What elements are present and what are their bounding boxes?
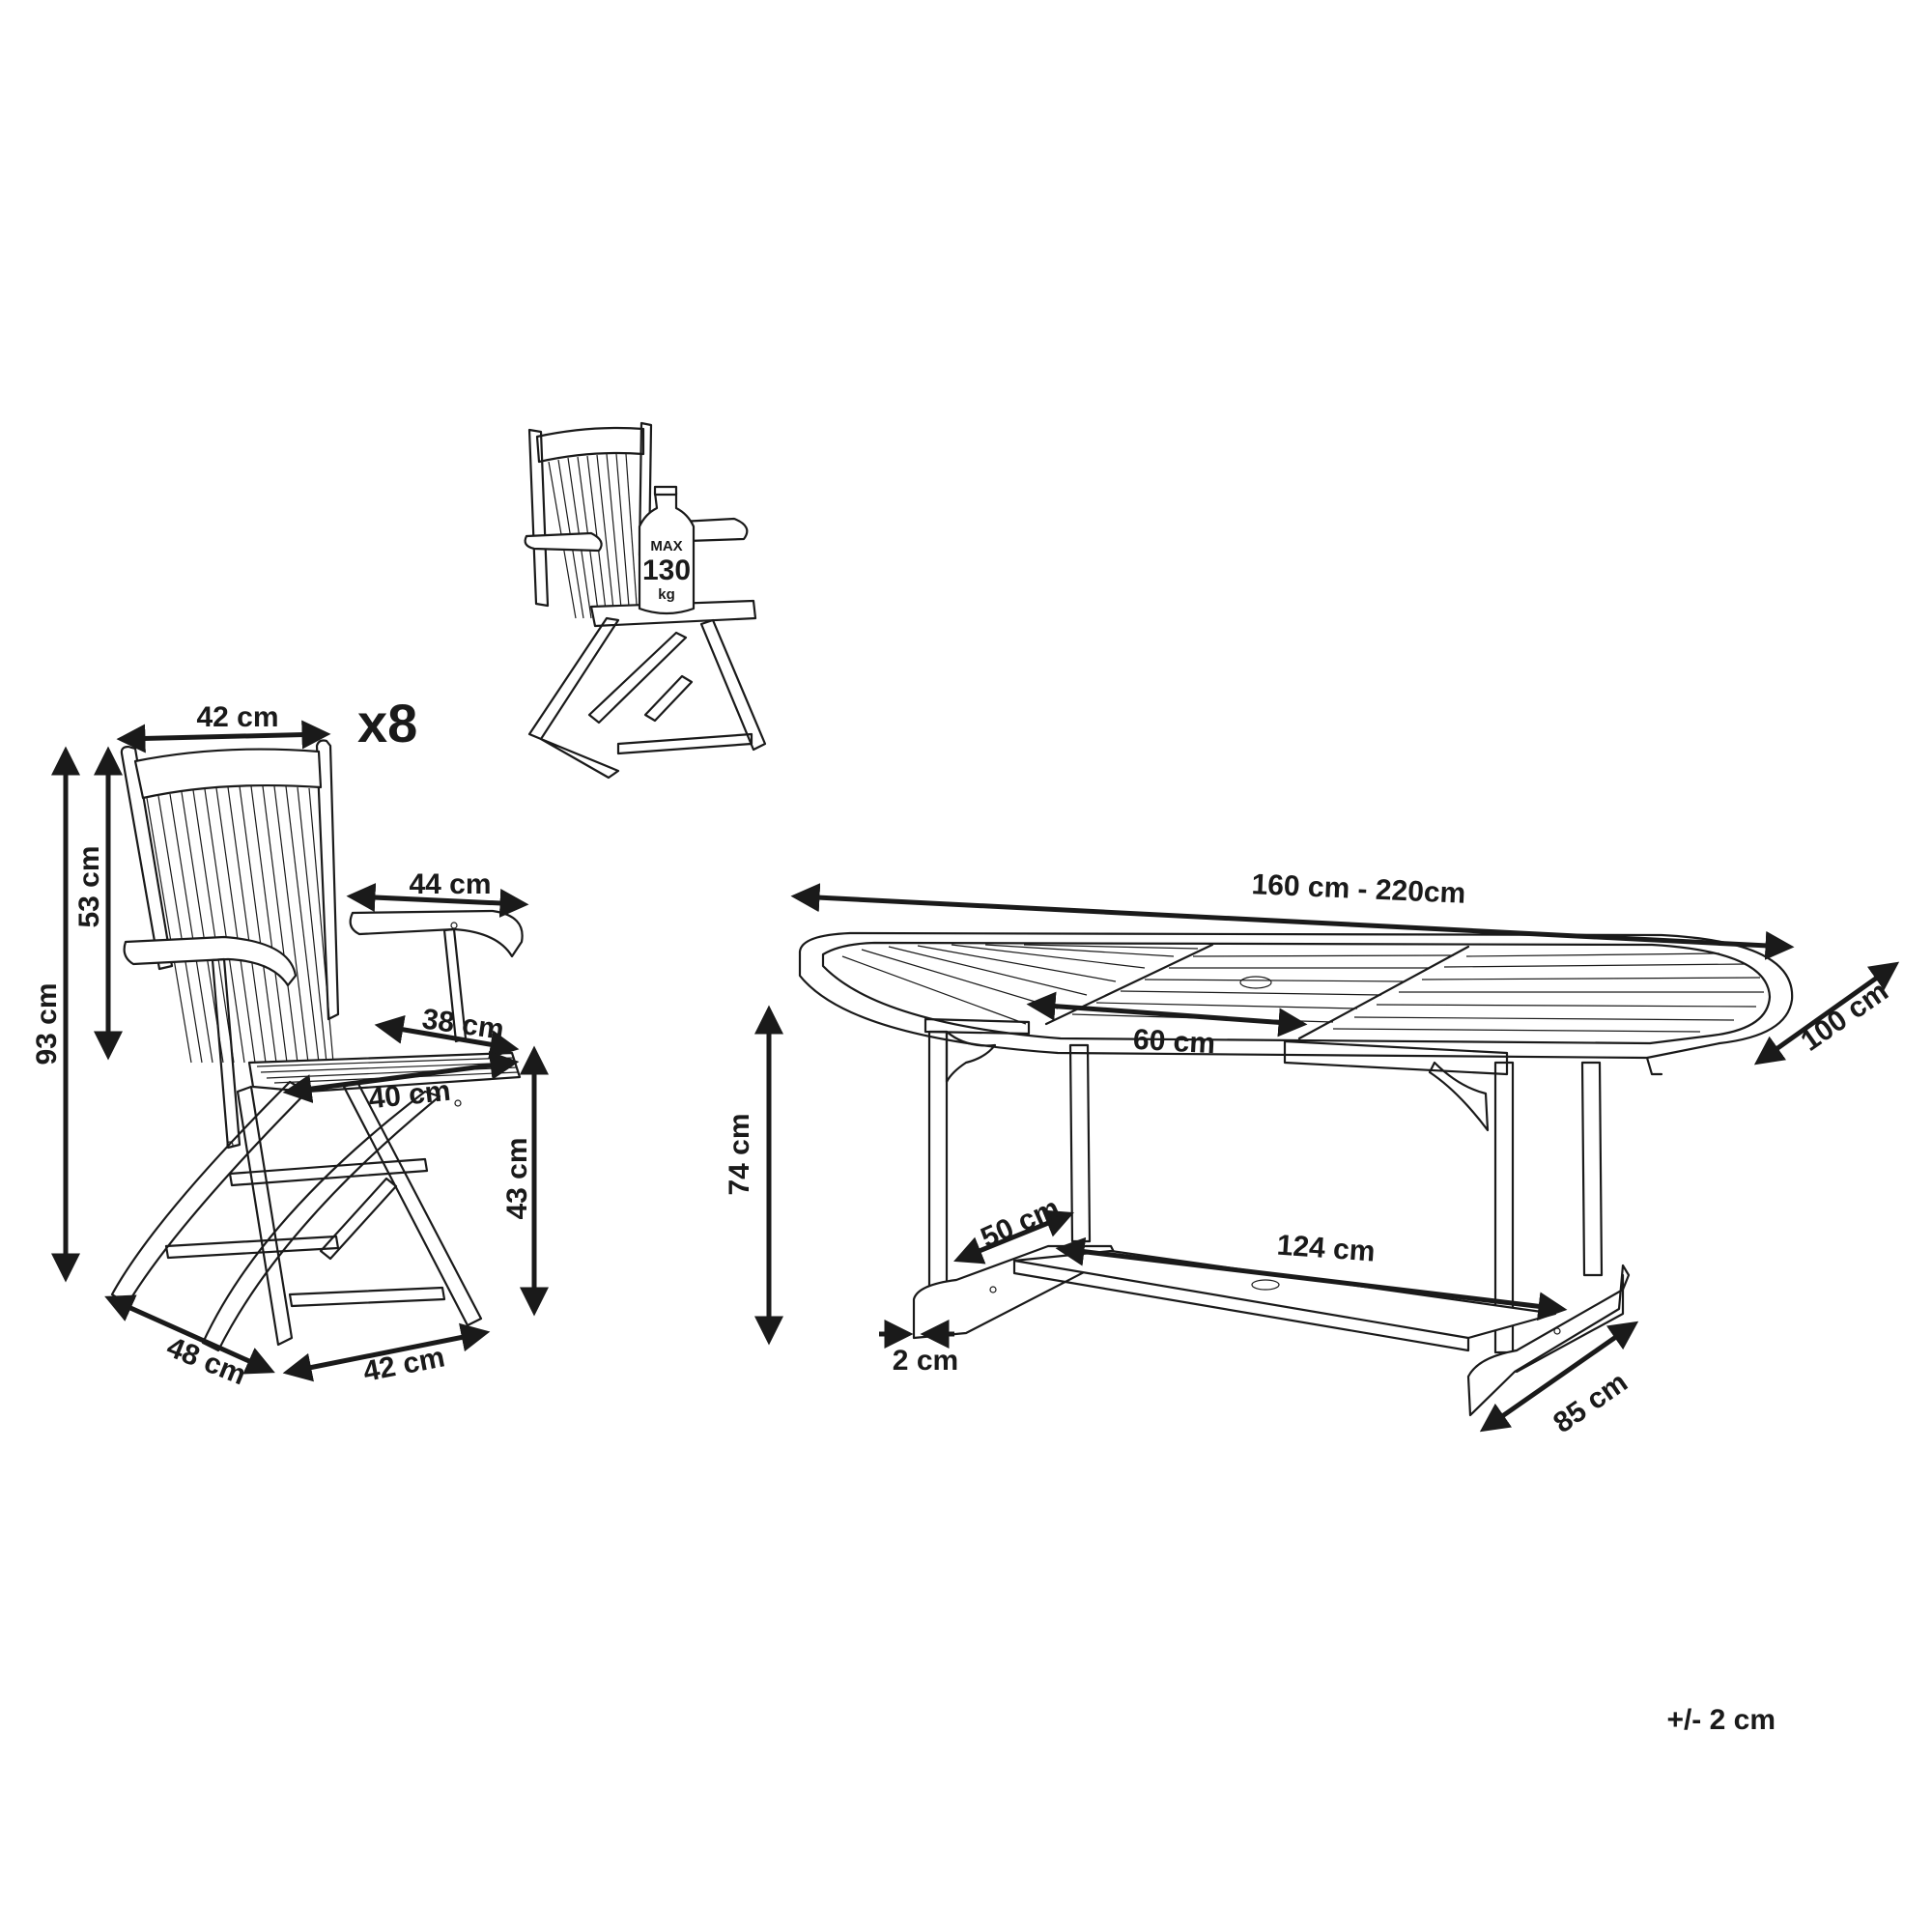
- badge-max-text: MAX: [650, 538, 682, 554]
- table-dimension-lines: [754, 883, 1900, 1433]
- chair-dimension-lines: [51, 720, 549, 1382]
- weight-badge: MAX 130 kg: [638, 485, 696, 615]
- chair-back-width-label: 42 cm: [196, 701, 278, 733]
- chair-quantity-label: x8: [357, 693, 417, 753]
- badge-weight-value: 130: [642, 554, 691, 586]
- table-length-label: 160 cm - 220cm: [1251, 868, 1466, 910]
- table-illustration: [798, 931, 1794, 1417]
- table-stretcher-length-label: 124 cm: [1276, 1230, 1377, 1268]
- chair-base-width-label: 42 cm: [360, 1341, 447, 1388]
- badge-unit-text: kg: [658, 586, 675, 603]
- table-foot-thickness-label: 2 cm: [893, 1345, 958, 1377]
- chair-illustration: [110, 739, 524, 1352]
- table-extension-label: 60 cm: [1132, 1024, 1216, 1060]
- chair-backrest-height-label: 53 cm: [73, 845, 105, 927]
- tolerance-note: +/- 2 cm: [1666, 1704, 1776, 1736]
- chair-armrest-depth-label: 44 cm: [409, 868, 491, 900]
- chair-seat-height-label: 43 cm: [501, 1137, 533, 1219]
- table-height-label: 74 cm: [724, 1113, 755, 1195]
- table-width-label: 100 cm: [1795, 976, 1893, 1058]
- load-capacity-chair-illustration: MAX 130 kg: [524, 421, 767, 780]
- chair-seat-depth-label: 38 cm: [420, 1003, 506, 1046]
- chair-total-height-label: 93 cm: [31, 982, 63, 1065]
